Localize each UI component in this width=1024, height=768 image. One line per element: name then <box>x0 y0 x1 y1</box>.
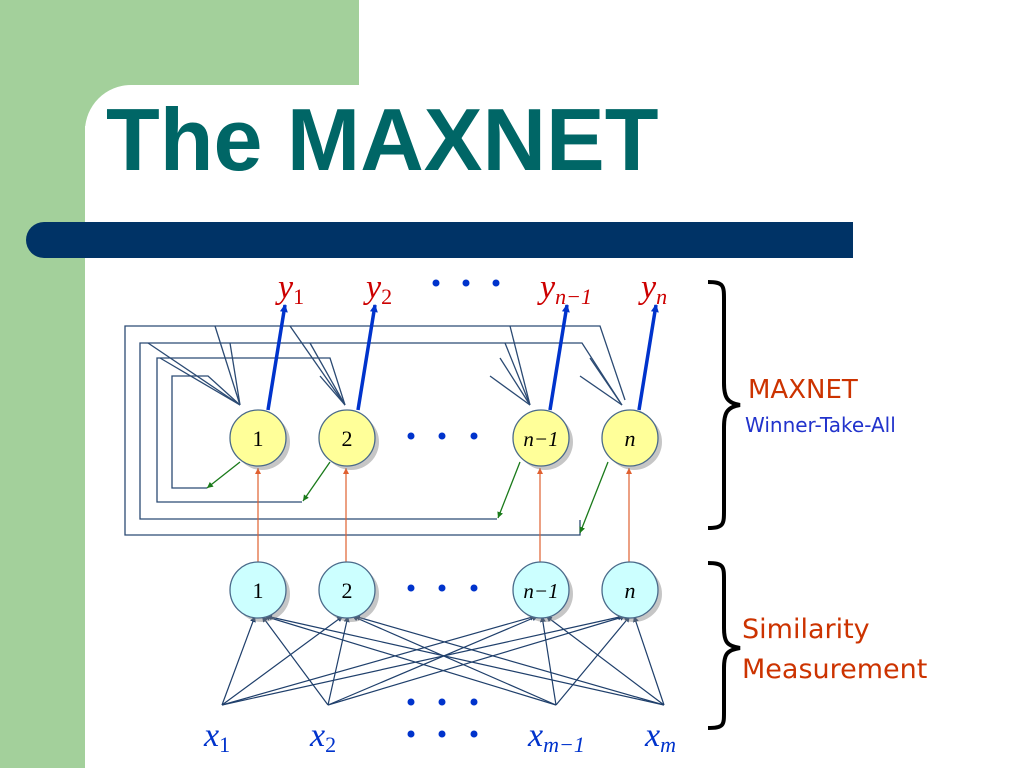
feedback-line <box>289 325 346 406</box>
maxnet-node-n: n <box>601 409 662 470</box>
feedback-line <box>489 375 531 406</box>
output-label-yn: yn <box>638 269 667 309</box>
output-arrow <box>637 304 659 411</box>
similarity-node-2: 2 <box>318 561 379 622</box>
node-label: n−1 <box>523 579 558 603</box>
node-label: n <box>625 578 636 603</box>
output-arrows <box>266 304 659 411</box>
slide-title: The MAXNET <box>106 90 659 189</box>
feedback-line <box>509 325 531 406</box>
winner-take-all-label: Winner-Take-All <box>745 413 896 437</box>
maxnet-node-2: 2 <box>318 409 379 470</box>
output-arrow <box>356 304 378 411</box>
feedback-line <box>499 357 531 406</box>
node-label: n <box>625 426 636 451</box>
maxnet-node-1: 1 <box>229 409 290 470</box>
maxnet-label: MAXNET <box>748 375 858 405</box>
maxnet-layer: 1 2 n−1 n <box>229 409 662 470</box>
similarity-node-1: 1 <box>229 561 290 622</box>
feedback-line <box>319 375 346 406</box>
left-accent-bar <box>0 0 85 768</box>
forward-arrows <box>255 468 632 563</box>
feedback-line <box>229 342 241 406</box>
measurement-label: Measurement <box>742 654 927 685</box>
feedback-line <box>214 325 241 406</box>
output-arrow <box>548 304 570 411</box>
ellipsis-dots <box>407 279 500 738</box>
feedback-line <box>504 342 531 406</box>
inhibitory-arrows <box>206 461 609 534</box>
node-label: 1 <box>253 426 264 451</box>
maxnet-brace <box>707 280 741 530</box>
similarity-node-n: n <box>601 561 662 622</box>
output-label-y2: y2 <box>363 269 392 309</box>
input-label-xm-1: xm−1 <box>527 717 585 757</box>
node-label: n−1 <box>523 427 558 451</box>
maxnet-node-n-minus-1: n−1 <box>512 409 573 470</box>
input-label-x1: x1 <box>203 717 230 757</box>
output-label-y1: y1 <box>275 269 304 309</box>
similarity-brace <box>707 561 741 730</box>
input-connections <box>221 614 665 706</box>
inhibitory-arrow <box>206 461 241 489</box>
similarity-layer: 1 2 n−1 n <box>229 561 662 622</box>
feedback-line <box>147 342 241 406</box>
title-underline-bar <box>26 222 853 258</box>
node-label: 2 <box>342 426 353 451</box>
feedback-line <box>139 342 621 520</box>
output-arrow <box>266 304 288 411</box>
input-label-xm: xm <box>644 717 676 757</box>
input-labels: x1 x2 xm−1 xm <box>203 717 676 757</box>
feedback-loops <box>124 325 626 536</box>
feedback-line <box>171 375 241 489</box>
node-label: 1 <box>253 578 264 603</box>
feedback-line <box>309 342 346 406</box>
feedback-line <box>579 375 623 406</box>
node-label: 2 <box>342 578 353 603</box>
similarity-node-n-minus-1: n−1 <box>512 561 573 622</box>
feedback-line <box>159 357 241 406</box>
inhibitory-arrow <box>497 461 521 519</box>
inhibitory-arrow <box>579 461 609 534</box>
feedback-line <box>156 357 346 503</box>
similarity-label: Similarity <box>742 614 870 645</box>
input-label-x2: x2 <box>309 717 336 757</box>
output-label-yn-1: yn−1 <box>537 269 592 309</box>
feedback-line <box>589 357 623 406</box>
inhibitory-arrow <box>302 461 331 502</box>
output-labels: y1 y2 yn−1 yn <box>275 269 667 309</box>
